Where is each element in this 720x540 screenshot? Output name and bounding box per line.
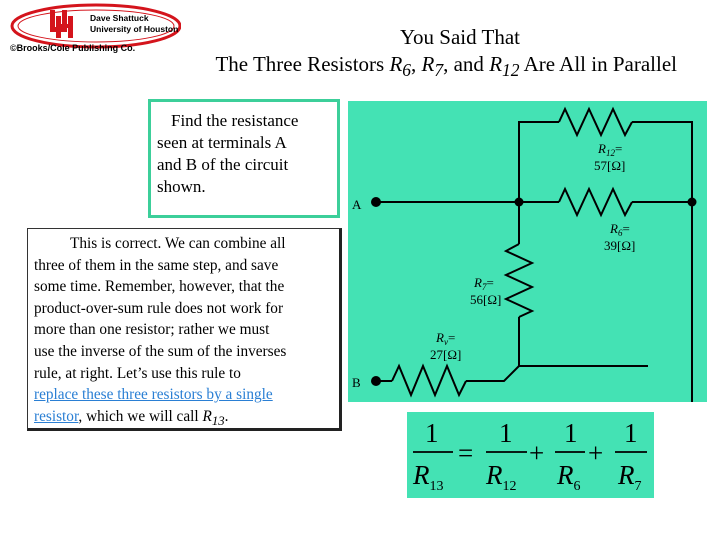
feedback-line: rule, at right. Let’s use this rule to [34,364,241,382]
problem-statement-box: Find the resistance seen at terminals A … [148,99,340,218]
formula-r12: R12 [485,460,517,494]
title-line1: You Said That [399,25,520,49]
terminal-a-dot [371,197,381,207]
logo-name-line1: Dave Shattuck [90,13,149,23]
title-text-pre: The Three Resistors [215,52,390,76]
slide-title: You Said That The Three Resistors R6, R7… [150,24,710,84]
logo-oval-inner [17,9,175,43]
wire-left-top [518,121,559,202]
title-r: R [421,52,435,76]
terminal-a-label: A [352,197,362,212]
r6-value: 39[Ω] [604,238,635,253]
r13-subscript: 13 [211,413,225,428]
formula-plus: + [588,438,603,468]
uh-monogram-icon [50,10,73,38]
parallel-resistance-formula: 1 R13 = 1 R12 + 1 R6 + 1 R7 [407,412,654,498]
university-logo: Dave Shattuck University of Houston ©Bro… [10,3,181,53]
title-sub6: 6 [402,60,412,81]
feedback-line: more than one resistor; rather we must [34,321,270,339]
resistor-rv [391,363,467,398]
logo-publisher: ©Brooks/Cole Publishing Co. [10,43,135,53]
problem-line: and B of the circuit [157,155,289,174]
rv-value: 27[Ω] [430,347,461,362]
junction-dot [687,197,697,207]
title-sub12: 12 [502,60,520,81]
terminal-b-label: B [352,375,361,390]
problem-line: shown. [157,177,206,196]
feedback-end: . [224,407,229,425]
replace-resistors-link[interactable]: replace these three resistors by a singl… [34,386,273,404]
feedback-line: use the inverse of the sum of the invers… [34,342,287,360]
formula-numerator: 1 [499,418,513,448]
title-sep2: , and [443,52,490,76]
formula-r6: R6 [556,460,581,494]
logo-name-line2: University of Houston [90,24,178,34]
title-text-post: Are All in Parallel [519,52,677,76]
r7-value: 56[Ω] [470,292,501,307]
formula-plus: + [529,438,544,468]
junction-dot [514,197,524,207]
title-sub7: 7 [434,60,444,81]
replace-resistors-link-cont[interactable]: resistor [34,407,79,425]
resistor-r6 [558,186,633,218]
rv-label: Rv= [435,330,455,347]
logo-oval-outer [10,3,181,49]
terminal-b-dot [371,376,381,386]
resistor-r12 [558,106,633,138]
feedback-line: product-over-sum rule does not work for [34,299,284,317]
feedback-line: three of them in the same step, and save [34,256,279,274]
feedback-box: This is correct. We can combine all thre… [27,228,342,431]
wire-right-top [632,121,693,202]
feedback-line: This is correct. We can combine all [70,235,286,252]
resistor-r7 [503,243,535,318]
title-line2: The Three Resistors R6, R7, and R12 Are … [150,51,710,84]
formula-r13: R13 [412,460,444,494]
formula-r7: R7 [617,460,642,494]
formula-equals: = [458,438,473,468]
wire-rv-to-node [466,365,520,382]
r12-label: R12= [597,141,622,158]
title-r: R [389,52,403,76]
r12-value: 57[Ω] [594,158,625,173]
formula-numerator: 1 [425,418,439,448]
formula-numerator: 1 [624,418,638,448]
title-r: R [489,52,503,76]
r6-label: R6= [609,221,630,238]
feedback-line: some time. Remember, however, that the [34,278,285,296]
problem-line: Find the resistance [171,111,299,130]
r13-symbol: R [202,407,212,425]
formula-numerator: 1 [564,418,578,448]
feedback-tail: , which we will call [78,407,203,425]
problem-line: seen at terminals A [157,133,287,152]
title-sep1: , [411,52,422,76]
r7-label: R7= [473,275,494,292]
circuit-diagram: A B R12= 57[Ω] R6= 39[Ω] R7= 56[Ω] Rv= 2… [348,101,707,402]
